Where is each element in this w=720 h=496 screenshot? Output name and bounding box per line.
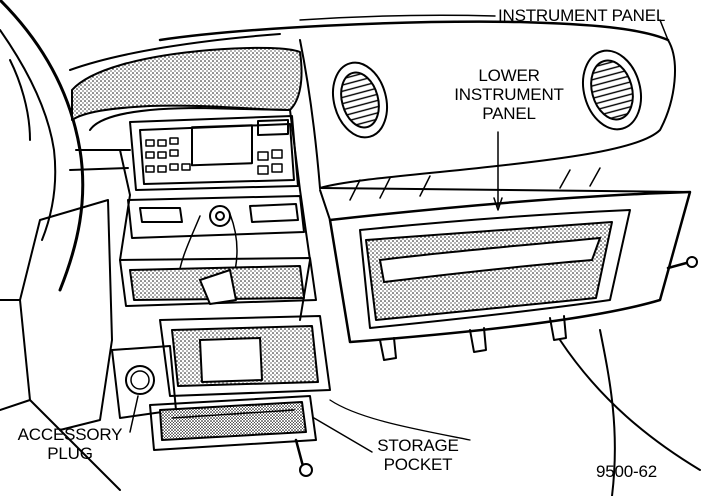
- label-lower-line-1: LOWER: [478, 66, 540, 85]
- label-instrument-panel: INSTRUMENT PANEL: [498, 6, 666, 25]
- label-storage-line-2: POCKET: [383, 455, 453, 474]
- steering-wheel: [0, 0, 85, 292]
- leader-storage-pocket: [313, 417, 373, 453]
- leader-instrument-panel: [299, 14, 496, 21]
- label-accessory-line-1: ACCESSORY: [17, 425, 123, 444]
- label-storage-pocket: STORAGE POCKET: [358, 436, 478, 474]
- vent-right: [582, 49, 642, 131]
- vent-left: [332, 61, 388, 139]
- label-accessory-line-2: PLUG: [47, 444, 93, 463]
- leader-accessory-plug: [129, 395, 139, 433]
- label-lower-instrument-panel: LOWER INSTRUMENT PANEL: [424, 66, 594, 123]
- label-accessory-plug: ACCESSORY PLUG: [2, 425, 138, 463]
- radio-unit: [129, 115, 299, 191]
- label-lower-line-3: PANEL: [482, 104, 536, 123]
- figure-number: 9500-62: [596, 462, 657, 481]
- heater-controls: [127, 195, 305, 285]
- lower-instrument-panel: [319, 167, 692, 361]
- storage-pocket: [149, 395, 317, 451]
- label-lower-line-2: INSTRUMENT: [454, 85, 564, 104]
- label-storage-line-1: STORAGE: [377, 436, 459, 455]
- accessory-plug: [125, 365, 155, 395]
- instrument-cluster-shroud: [71, 46, 303, 121]
- instrument-panel-top: [158, 20, 670, 42]
- left-side-panel: [19, 199, 113, 431]
